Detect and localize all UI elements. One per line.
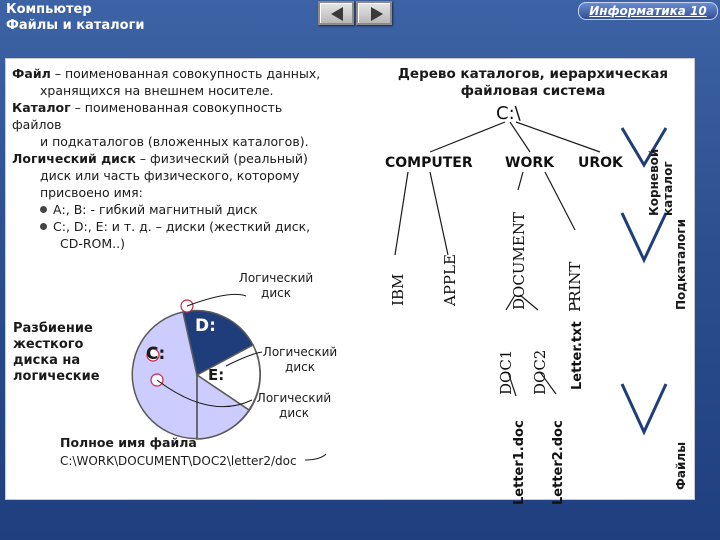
disk-sector-e [195, 343, 261, 412]
tree-root-node: C:\ [496, 103, 521, 124]
tree-title: Дерево каталогов, иерархическая файловая… [397, 66, 669, 99]
dir-doc2: DOC2 [531, 349, 549, 395]
informatics-link[interactable]: Информатика 10 [578, 2, 718, 20]
bullet-icon [40, 223, 47, 230]
label-subcatalogs: Подкаталоги [674, 219, 688, 310]
file-letter1-doc: Letter1.doc [512, 420, 527, 505]
disk-c-label: C: [146, 344, 166, 364]
fullpath-value: C:\WORK\DOCUMENT\DOC2\letter2/doc [60, 454, 297, 468]
header-title-line1: Компьютер [6, 2, 92, 17]
disk-section-label: Разбиение жесткого диска на логические [13, 321, 100, 384]
logical-disk-definition-cont: диск или часть физического, которому [40, 168, 300, 183]
file-definition: – поименованная совокупность данных, [50, 66, 321, 81]
check-subcatalog-icon [620, 212, 668, 264]
file-letter2-doc: Letter2.doc [551, 420, 566, 505]
dir-print: PRINT [566, 261, 584, 312]
dir-doc1: DOC1 [497, 349, 515, 395]
back-button[interactable] [318, 1, 354, 25]
check-root-icon [620, 127, 668, 168]
dir-computer: COMPUTER [385, 155, 473, 171]
logical-disk-term: Логический диск [12, 151, 136, 166]
definitions-block: Файл – поименованная совокупность данных… [12, 65, 332, 252]
content-panel [5, 58, 695, 500]
logical-disk-label-top: Логический диск [238, 271, 314, 300]
fullpath-label: Полное имя файла [60, 435, 197, 450]
disk-e-label: E: [208, 366, 225, 384]
arrow-left-icon [331, 7, 343, 21]
logical-disk-definition-cont2: присвоено имя: [40, 185, 143, 200]
catalog-term: Каталог [12, 100, 71, 115]
dir-urok: UROK [578, 155, 623, 171]
logical-disk-definition: – физический (реальный) [135, 151, 308, 166]
logical-disk-label-bottom: Логический диск [256, 391, 332, 420]
bullet-icon [40, 206, 47, 213]
bullet-hdd: С:, D:, E: и т. д. – диски (жесткий диск… [53, 219, 311, 234]
file-term: Файл [12, 66, 51, 81]
file-letter-txt: Letter.txt [570, 321, 585, 390]
bullet-floppy: А:, В: - гибкий магнитный диск [53, 202, 258, 217]
label-files: Файлы [674, 441, 688, 490]
bullet-hdd-cont: CD-ROM..) [60, 236, 125, 251]
logical-disk-label-mid: Логический диск [262, 345, 338, 374]
label-root-catalog: Корневой каталог [647, 148, 675, 216]
dir-work: WORK [505, 155, 554, 171]
dir-apple: APPLE [441, 254, 459, 306]
catalog-definition-cont: и подкаталогов (вложенных каталогов). [40, 134, 309, 149]
disk-d-label: D: [195, 316, 216, 336]
dir-ibm: IBM [389, 273, 407, 306]
forward-button[interactable] [356, 1, 392, 25]
check-files-icon [620, 383, 668, 436]
header-title: Компьютер Файлы и каталоги [6, 2, 144, 34]
file-definition-cont: хранящихся на внешнем носителе. [40, 83, 274, 98]
header-title-line2: Файлы и каталоги [6, 18, 145, 33]
catalog-definition: – поименованная совокупность файлов [12, 100, 283, 132]
arrow-right-icon [371, 7, 383, 21]
dir-document: DOCUMENT [510, 212, 528, 310]
c-marker-icon [146, 348, 160, 362]
